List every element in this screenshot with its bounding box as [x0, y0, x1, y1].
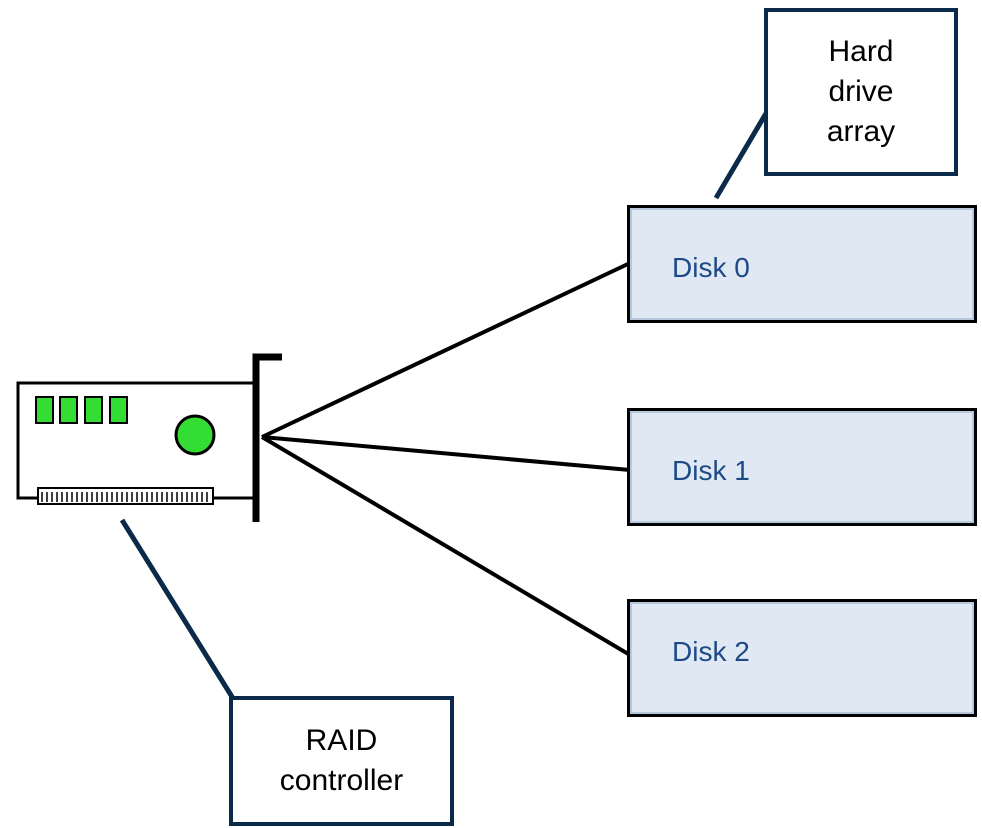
- controller-label-line-1: RAID: [305, 724, 378, 757]
- array-label-line-2: drive: [828, 75, 894, 108]
- array-label-line-1: Hard: [828, 35, 894, 68]
- disk-0-label: Disk 0: [672, 252, 750, 283]
- hard-drive-array-callout: Hard drive array: [764, 8, 958, 176]
- disk-2-label: Disk 2: [672, 636, 750, 667]
- connector-disk-2: [260, 435, 632, 657]
- disk-1-label: Disk 1: [672, 455, 750, 486]
- disk-2: Disk 2: [627, 599, 977, 717]
- led-2: [59, 396, 78, 424]
- disk-0: Disk 0: [627, 205, 977, 323]
- led-4: [109, 396, 128, 424]
- controller-callout-leader: [119, 518, 237, 702]
- raid-controller-callout: RAID controller: [229, 696, 454, 826]
- array-label-line-3: array: [826, 115, 896, 148]
- connector-disk-1: [261, 435, 631, 472]
- controller-label-line-2: controller: [279, 764, 404, 797]
- disk-1: Disk 1: [627, 408, 977, 526]
- led-1: [35, 396, 54, 424]
- led-3: [84, 396, 103, 424]
- raid-controller-card-icon: [16, 353, 282, 522]
- array-callout-leader: [713, 108, 771, 200]
- controller-chip: [174, 414, 216, 456]
- connector-disk-0: [261, 261, 631, 439]
